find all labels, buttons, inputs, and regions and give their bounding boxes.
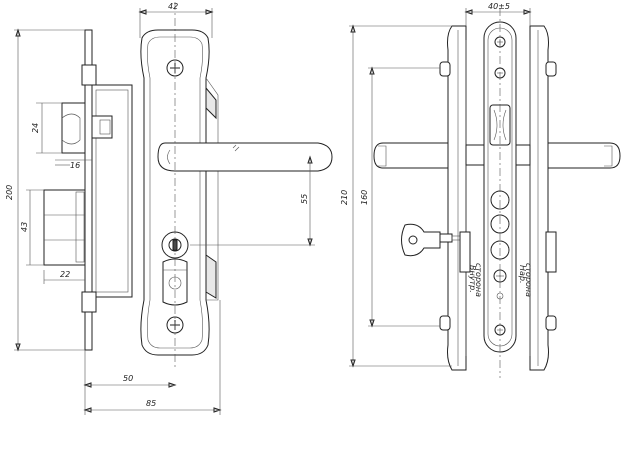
dim-deadbolt-height: 43 xyxy=(20,222,29,232)
outer-plate-left xyxy=(447,25,467,371)
cylinder-block-left xyxy=(459,231,471,273)
dim-total-height-right: 210 xyxy=(340,190,349,205)
outer-plate-right xyxy=(529,25,549,371)
lever-left xyxy=(373,142,485,169)
dimension-lines-left xyxy=(14,8,313,415)
deadbolts xyxy=(43,189,86,266)
dim-width-plate: 42 xyxy=(168,2,178,11)
label-outer-side: Нар. xyxy=(518,265,527,284)
dim-deadbolt-bottom: 22 xyxy=(60,270,70,279)
cylinder-block-right xyxy=(545,231,557,273)
dim-latch-offset: 16 xyxy=(70,161,80,170)
lever-right xyxy=(515,142,621,169)
dim-mount-spacing: 160 xyxy=(360,190,369,205)
bracket-top xyxy=(81,64,97,86)
label-inner-side: Внутр. xyxy=(468,265,477,293)
right-view: Внутр. сторона Нар. сторона 40±5 210 160 xyxy=(340,2,621,378)
dim-width-right: 40±5 xyxy=(488,2,510,11)
dim-overall-depth: 85 xyxy=(146,399,156,408)
dim-total-height: 200 xyxy=(5,185,14,200)
dim-handle-spindle: 55 xyxy=(300,194,309,204)
escutcheon-plate xyxy=(140,29,210,356)
dim-latch-height: 24 xyxy=(31,123,40,133)
left-view: 42 200 24 16 43 22 55 50 85 xyxy=(5,2,333,415)
key-icon xyxy=(401,223,467,257)
dimension-lines-right xyxy=(349,8,532,368)
dim-backset: 50 xyxy=(123,374,133,383)
latch xyxy=(61,102,113,154)
label-inner-side-2: сторона xyxy=(474,263,483,297)
bracket-bottom xyxy=(81,291,97,313)
lever-handle xyxy=(157,142,333,172)
label-outer-side-2: сторона xyxy=(524,263,533,297)
